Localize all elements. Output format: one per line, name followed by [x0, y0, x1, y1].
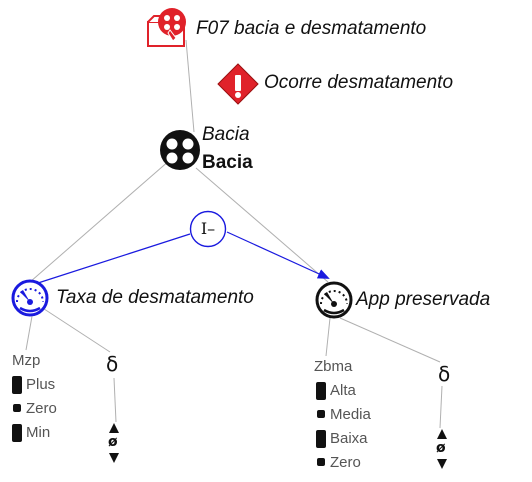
app-delta-up-arrow: [437, 429, 447, 439]
taxa-delta-symbol: δ: [106, 352, 119, 376]
value-bar-zero: [317, 458, 325, 466]
edge-operator-to-taxa: [37, 233, 191, 284]
taxa-delta-down-arrow: [109, 453, 119, 463]
app-value-zero: Zero: [330, 454, 361, 471]
app-delta-symbol: δ: [438, 362, 451, 386]
value-bar-media: [317, 410, 325, 418]
taxa-value-zero: Zero: [26, 400, 57, 417]
operator-node[interactable]: I–: [189, 210, 227, 248]
edge-operator-to-app: [226, 231, 330, 279]
gauge-icon: [315, 281, 353, 319]
app-value-baixa: Baixa: [330, 430, 368, 447]
edge-app-to-zbma: [325, 317, 331, 357]
app-value-alta: Alta: [330, 382, 356, 399]
value-bar-baixa: [316, 430, 326, 448]
app-delta-down-arrow: [437, 459, 447, 469]
taxa-delta-up-arrow: [109, 423, 119, 433]
app-scale-label: Zbma: [314, 358, 353, 375]
taxa-value-min: Min: [26, 424, 51, 441]
edge-title-to-bacia: [185, 39, 195, 133]
edge-bacia-to-taxa: [29, 159, 171, 283]
value-bar-plus: [12, 376, 22, 394]
document-icon: [147, 8, 186, 47]
film-reel-icon: [160, 130, 200, 170]
edge-app-to-delta: [339, 317, 441, 363]
taxa-scale-label: Mzp: [12, 352, 41, 369]
edge-delta-to-value-left: [113, 377, 117, 423]
taxa-delta-value: ø: [108, 434, 118, 450]
edge-delta-to-value-right: [439, 385, 443, 429]
edge-bacia-to-app: [195, 167, 329, 283]
event-label: Ocorre desmatamento: [264, 72, 454, 93]
app-delta-value: ø: [436, 440, 446, 456]
gauge-icon: [11, 279, 49, 317]
operator-circle-icon: [189, 210, 227, 248]
operator-label: I–: [200, 219, 216, 238]
value-bar-alta: [316, 382, 326, 400]
app-value-media: Media: [330, 406, 371, 423]
taxa-label: Taxa de desmatamento: [56, 287, 254, 308]
title-label: F07 bacia e desmatamento: [196, 18, 427, 39]
warning-diamond-icon: [217, 63, 259, 105]
taxa-value-plus: Plus: [26, 376, 56, 393]
value-bar-zero: [13, 404, 21, 412]
app-label: App preservada: [356, 289, 491, 310]
value-bar-min: [12, 424, 22, 442]
bacia-label-italic: Bacia: [202, 124, 250, 145]
edge-taxa-to-delta: [37, 304, 111, 353]
bacia-label-bold: Bacia: [202, 152, 253, 173]
